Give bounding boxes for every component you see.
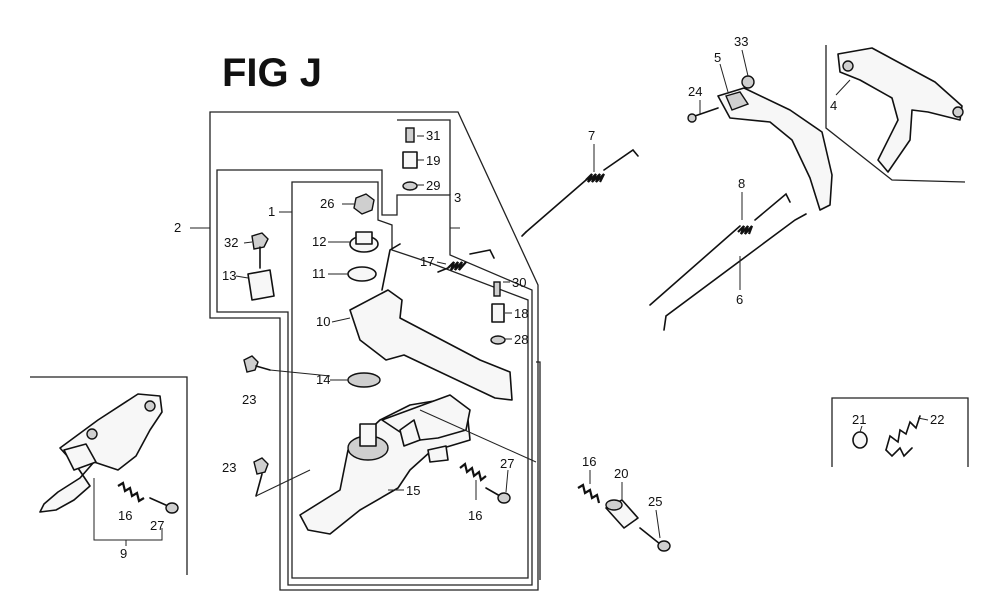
bolt-32-plate-13 [247, 232, 275, 301]
frame-bolt-stack [397, 119, 451, 195]
callout-20: 20 [614, 466, 628, 481]
callout-3: 3 [454, 190, 461, 205]
rod-6 [663, 213, 807, 331]
governor-spring-7 [521, 148, 639, 237]
callout-14: 14 [316, 372, 330, 387]
callout-27-left: 27 [150, 518, 164, 533]
callout-labels: 2 1 3 31 19 29 26 12 11 32 13 10 14 23 2… [118, 34, 944, 561]
auxiliary-bracket [39, 393, 179, 514]
callout-27-center: 27 [500, 456, 514, 471]
base-plate-15 [299, 394, 471, 535]
frame-lower-box [536, 361, 541, 580]
callout-24: 24 [688, 84, 702, 99]
assembly-frames [209, 111, 541, 591]
callout-15: 15 [406, 483, 420, 498]
callout-18: 18 [514, 306, 528, 321]
callout-25: 25 [648, 494, 662, 509]
callout-21: 21 [852, 412, 866, 427]
collar-20 [605, 499, 639, 529]
callout-29: 29 [426, 178, 440, 193]
callout-5: 5 [714, 50, 721, 65]
callout-10: 10 [316, 314, 330, 329]
frame-assembly-1 [216, 169, 533, 586]
callout-12: 12 [312, 234, 326, 249]
callout-17: 17 [420, 254, 434, 269]
callout-28: 28 [514, 332, 528, 347]
governor-arm-assembly [347, 127, 513, 401]
callout-23-lower: 23 [222, 460, 236, 475]
spring-16-right [577, 483, 601, 504]
callout-16-right: 16 [582, 454, 596, 469]
callout-9: 9 [120, 546, 127, 561]
section-line-top-right [825, 45, 966, 183]
bracket-4 [837, 47, 964, 173]
callout-11: 11 [312, 266, 326, 281]
bolt-23-upper [243, 355, 271, 373]
callout-30: 30 [512, 275, 526, 290]
leader-lines [93, 49, 929, 546]
callout-22: 22 [930, 412, 944, 427]
bolt-23-lower [253, 457, 269, 497]
callout-13: 13 [222, 268, 236, 283]
callout-16-center: 16 [468, 508, 482, 523]
bolt-25 [639, 527, 671, 552]
frame-assembly-inner [291, 181, 529, 579]
callout-19: 19 [426, 153, 440, 168]
callout-33: 33 [734, 34, 748, 49]
section-box-bottom-right [831, 397, 969, 467]
throttle-lever-5 [687, 75, 833, 211]
callout-6: 6 [736, 292, 743, 307]
callout-2: 2 [174, 220, 181, 235]
frame-assembly-2 [209, 111, 539, 591]
callout-1: 1 [268, 204, 275, 219]
callout-31: 31 [426, 128, 440, 143]
callout-26: 26 [320, 196, 334, 211]
spring-16-center [459, 462, 511, 504]
spring-8 [649, 192, 791, 306]
callout-7: 7 [588, 128, 595, 143]
callout-23-upper: 23 [242, 392, 256, 407]
callout-4: 4 [830, 98, 837, 113]
figure-title: FIG J [222, 51, 322, 95]
callout-8: 8 [738, 176, 745, 191]
callout-16-left: 16 [118, 508, 132, 523]
callout-32: 32 [224, 235, 238, 250]
section-lines [30, 45, 969, 575]
section-line-left [30, 376, 188, 575]
